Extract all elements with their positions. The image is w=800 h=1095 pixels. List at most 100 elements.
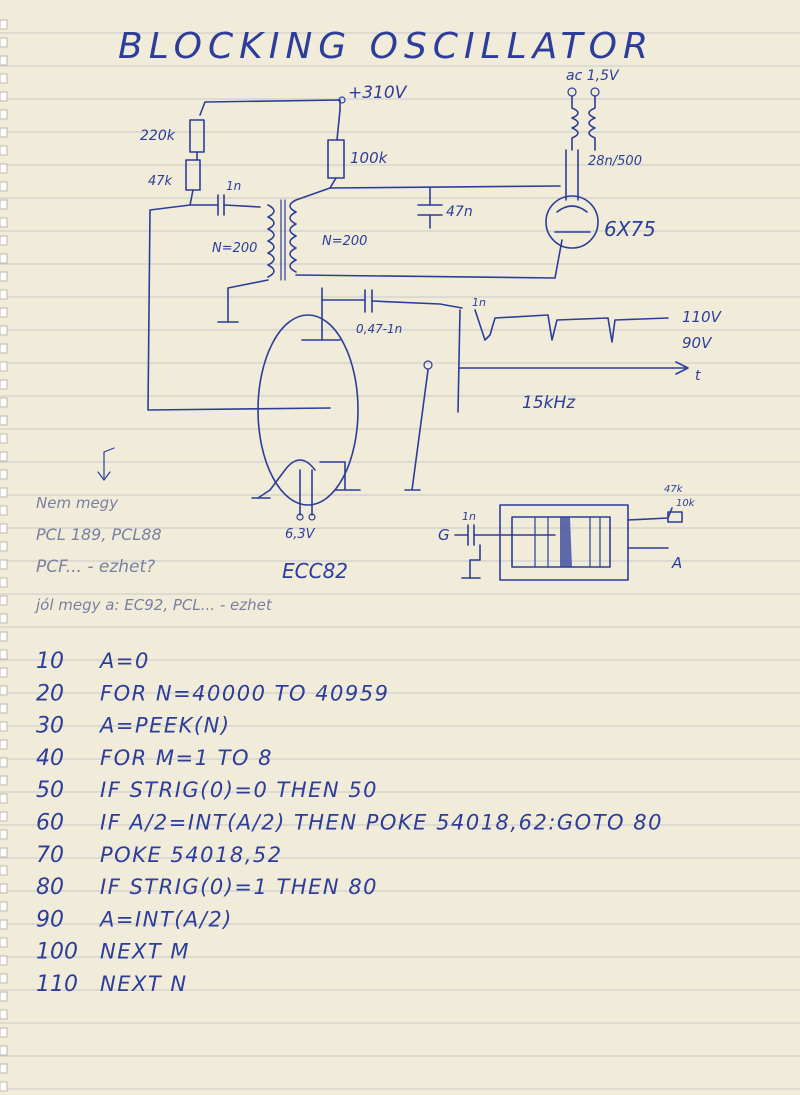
program-line-number: 80: [36, 875, 64, 900]
program-line-number: 30: [36, 714, 64, 739]
binding-hole: [0, 811, 8, 822]
binding-hole: [0, 109, 8, 120]
small-cap-label: 1n: [462, 510, 476, 523]
binding-hole: [0, 541, 8, 552]
program-line-number: 10: [36, 649, 64, 674]
binding-hole: [0, 991, 8, 1002]
tube-ecc82-label: ECC82: [282, 559, 348, 583]
program-line-code: FOR M=1 TO 8: [100, 746, 273, 770]
binding-hole: [0, 199, 8, 210]
note-line-2: PCL 189, PCL88: [36, 525, 162, 544]
binding-hole: [0, 19, 8, 30]
winding-right-label: N=200: [322, 234, 367, 249]
tube-notes: Nem megy PCL 189, PCL88 PCF... - ezhet? …: [34, 447, 273, 614]
binding-hole: [0, 379, 8, 390]
binding-hole: [0, 775, 8, 786]
program-line-number: 60: [36, 811, 64, 836]
binding-hole: [0, 181, 8, 192]
small-input-label: G: [438, 526, 450, 544]
binding-hole: [0, 55, 8, 66]
note-line-1: Nem megy: [36, 494, 119, 512]
binding-hole: [0, 127, 8, 138]
supply-terminal: [338, 96, 346, 104]
program-line-number: 40: [36, 746, 64, 771]
binding-hole: [0, 973, 8, 984]
binding-hole: [0, 145, 8, 156]
binding-hole: [0, 847, 8, 858]
binding-hole: [0, 469, 8, 480]
binding-hole: [0, 793, 8, 804]
c-out-label: 0,47-1n: [356, 322, 402, 336]
binding-hole: [0, 865, 8, 876]
v-low-label: 90V: [682, 334, 713, 352]
winding-left-label: N=200: [212, 241, 257, 256]
binding-hole: [0, 451, 8, 462]
oscillator-schematic: +310V 220k 47k 1n 100k N=200 N=200 47n: [140, 68, 723, 583]
binding-hole: [0, 919, 8, 930]
axis-t-label: t: [695, 368, 701, 384]
note-line-3: PCF... - ezhet?: [36, 557, 155, 577]
r1-label: 220k: [140, 128, 176, 144]
c-mid-label: 47n: [446, 204, 473, 220]
c-top-label: 28n/500: [588, 154, 642, 169]
binding-hole: [0, 739, 8, 750]
small-output-label: A: [671, 554, 682, 572]
binding-hole: [0, 91, 8, 102]
ruled-lines: [0, 32, 800, 1090]
program-line-number: 50: [36, 778, 64, 803]
binding-hole: [0, 487, 8, 498]
binding-hole: [0, 937, 8, 948]
resistor-r1: [189, 119, 205, 153]
program-line-number: 20: [36, 681, 64, 706]
binding-hole: [0, 955, 8, 966]
r2-label: 47k: [148, 174, 173, 189]
binding-hole: [0, 577, 8, 588]
binding-hole: [0, 667, 8, 678]
binding-hole: [0, 73, 8, 84]
binding-hole: [0, 559, 8, 570]
binding-hole: [0, 757, 8, 768]
c-grid-label: 1n: [226, 179, 241, 193]
program-line-code: IF A/2=INT(A/2) THEN POKE 54018,62:GOTO …: [100, 811, 663, 835]
binding-hole: [0, 703, 8, 714]
program-line-number: 100: [36, 940, 78, 965]
note-line-4: jól megy a: EC92, PCL... - ezhet: [34, 596, 273, 614]
binding-hole: [0, 397, 8, 408]
binding-hole: [0, 217, 8, 228]
binding-hole: [0, 685, 8, 696]
tube-6x75: [545, 195, 599, 249]
binding-hole: [0, 649, 8, 660]
program-line-code: NEXT N: [100, 972, 188, 996]
binding-hole: [0, 523, 8, 534]
program-line-code: A=INT(A/2): [98, 907, 233, 931]
program-line-number: 110: [36, 972, 78, 997]
binding-hole: [0, 1009, 8, 1020]
program-line-code: A=PEEK(N): [98, 714, 231, 738]
small-r-top2-label: 10k: [676, 498, 696, 509]
program-line-code: IF STRIG(0)=0 THEN 50: [100, 778, 378, 802]
heater-supply-label: ac 1,5V: [566, 68, 620, 84]
binding-holes: [0, 19, 8, 1092]
binding-hole: [0, 37, 8, 48]
binding-hole: [0, 1081, 8, 1092]
small-diagram: G 1n 47k 10k A: [438, 484, 696, 581]
program-line-code: NEXT M: [100, 940, 190, 964]
program-line-number: 90: [36, 907, 64, 932]
binding-hole: [0, 307, 8, 318]
binding-hole: [0, 613, 8, 624]
c-out2-label: 1n: [472, 296, 486, 309]
program-line-code: IF STRIG(0)=1 THEN 80: [100, 875, 378, 899]
binding-hole: [0, 595, 8, 606]
supply-label: +310V: [348, 83, 408, 103]
program-line-number: 70: [36, 843, 64, 868]
tube-6x75-label: 6X75: [604, 217, 656, 241]
page-title: BLOCKING OSCILLATOR: [118, 26, 654, 67]
heater-tube-label: 6,3V: [285, 527, 316, 542]
binding-hole: [0, 361, 8, 372]
binding-hole: [0, 721, 8, 732]
binding-hole: [0, 901, 8, 912]
binding-hole: [0, 1027, 8, 1038]
program-line-code: POKE 54018,52: [100, 843, 283, 867]
